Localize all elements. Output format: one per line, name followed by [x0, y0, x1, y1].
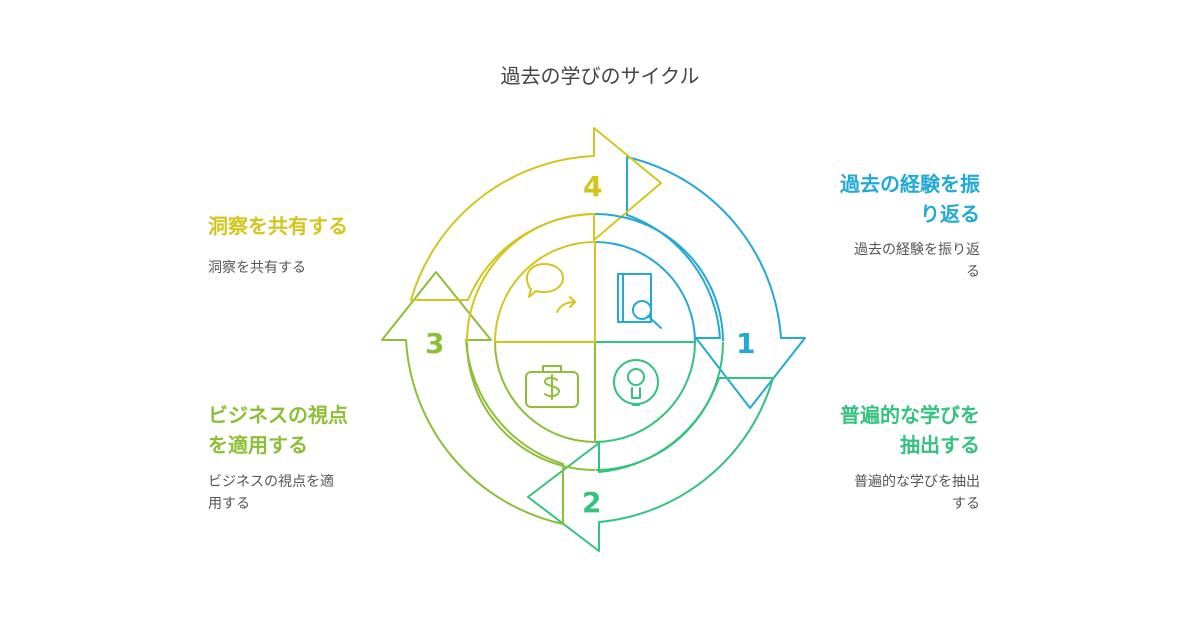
quadrant-step2	[594, 341, 697, 444]
step2-description-line2: する	[952, 496, 980, 512]
step2-title-line1: 普遍的な学びを	[840, 403, 980, 427]
step4-description: 洞察を共有する	[208, 257, 448, 279]
book-search-icon	[617, 273, 662, 329]
quadrant-step4	[493, 240, 596, 343]
quadrant-step3	[493, 341, 596, 444]
arrow-step3	[381, 271, 564, 525]
step2-description: 普遍的な学びを抽出 する	[740, 471, 980, 515]
step1-description: 過去の経験を振り返 る	[740, 239, 980, 283]
money-briefcase-icon	[525, 365, 579, 408]
gear-lightbulb-icon	[613, 359, 659, 406]
quadrant-step1	[594, 240, 697, 343]
step3-title-line2: を適用する	[208, 433, 308, 457]
step3-description-line1: ビジネスの視点を適	[208, 474, 334, 490]
step2-title-line2: 抽出する	[900, 433, 980, 457]
step2-title: 普遍的な学びを 抽出する	[720, 400, 980, 460]
diagram-title: 過去の学びのサイクル	[500, 64, 700, 88]
step1-title-line2: り返る	[920, 202, 980, 226]
step3-title-line1: ビジネスの視点	[208, 403, 348, 427]
step4-description-line1: 洞察を共有する	[208, 260, 306, 276]
step4-title: 洞察を共有する	[208, 211, 448, 241]
step1-description-line2: る	[966, 264, 980, 280]
step3-description-line2: 用する	[208, 496, 250, 512]
step1-description-line1: 過去の経験を振り返	[854, 242, 980, 258]
step1-title-line1: 過去の経験を振	[840, 172, 980, 196]
arrow-step4	[410, 127, 662, 301]
step3-title: ビジネスの視点 を適用する	[208, 400, 448, 460]
step1-title: 過去の経験を振 り返る	[720, 169, 980, 229]
step-number-4: 4	[583, 170, 602, 203]
step2-description-line1: 普遍的な学びを抽出	[854, 474, 980, 490]
step-number-1: 1	[736, 327, 755, 360]
step-number-3: 3	[425, 327, 444, 360]
arrow-step1	[626, 156, 806, 409]
step3-description: ビジネスの視点を適 用する	[208, 471, 448, 515]
step4-title-line1: 洞察を共有する	[208, 214, 348, 238]
step-number-2: 2	[582, 486, 601, 519]
chat-share-icon	[526, 263, 576, 313]
